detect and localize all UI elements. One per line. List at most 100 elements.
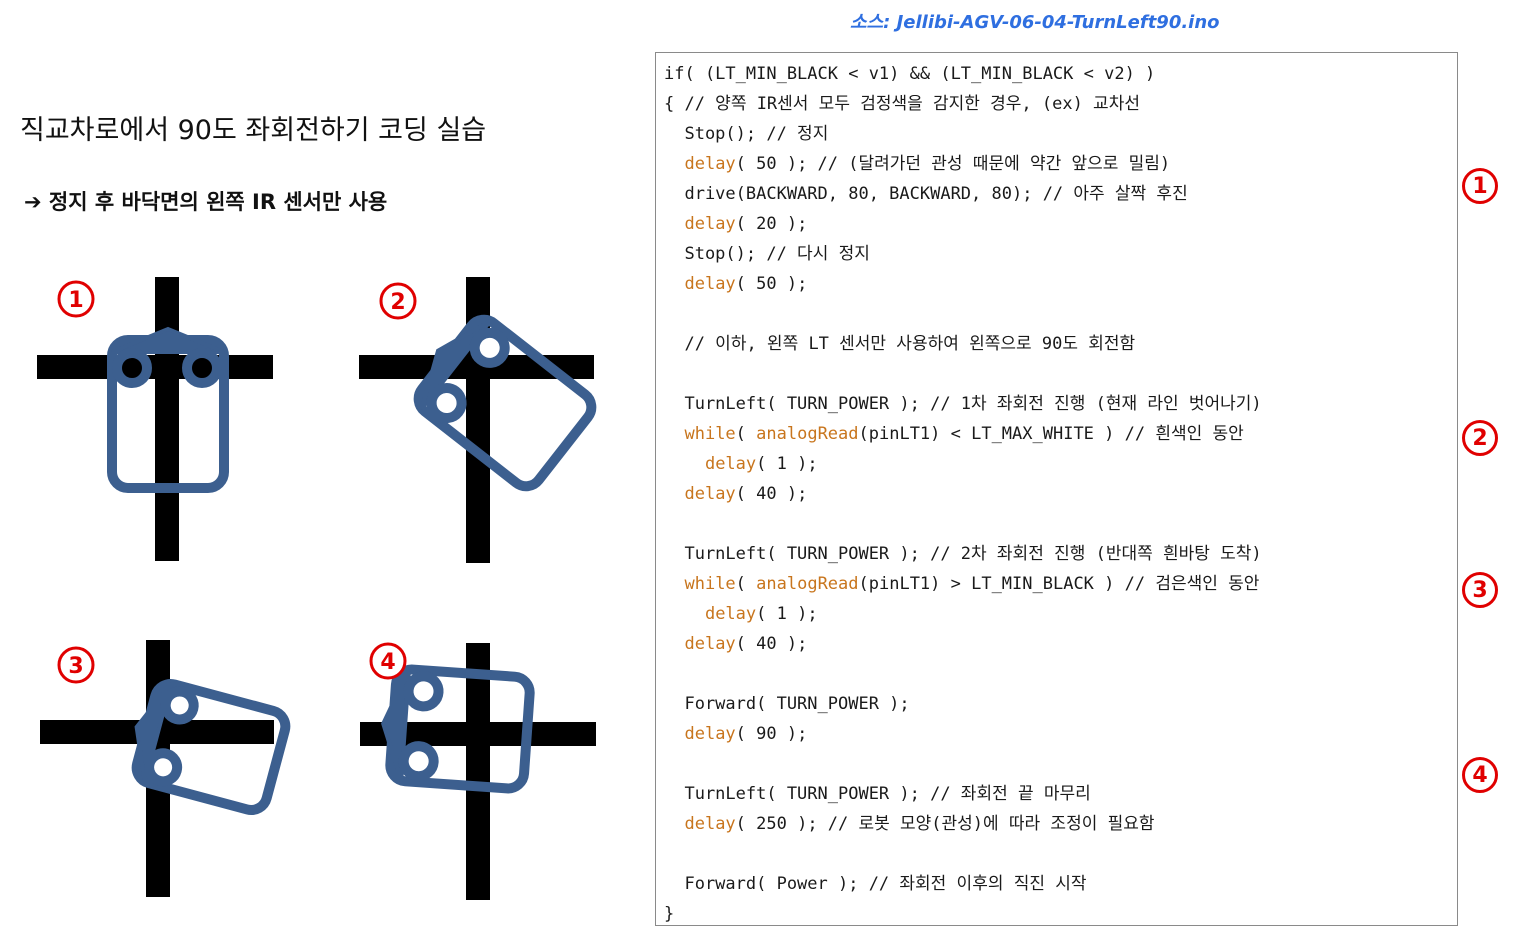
code-keyword: delay bbox=[684, 484, 736, 504]
code-line bbox=[664, 839, 1262, 869]
code-line: if( (LT_MIN_BLACK < v1) && (LT_MIN_BLACK… bbox=[664, 59, 1262, 89]
code-text: Stop(); // 정지 bbox=[664, 124, 829, 144]
track-vertical bbox=[155, 277, 179, 561]
code-line: Forward( TURN_POWER ); bbox=[664, 689, 1262, 719]
code-line: Stop(); // 다시 정지 bbox=[664, 239, 1262, 269]
code-line: delay( 1 ); bbox=[664, 599, 1262, 629]
code-text: TurnLeft( TURN_POWER ); // 1차 좌회전 진행 (현재… bbox=[664, 394, 1262, 414]
step-badge-2-label: 2 bbox=[390, 290, 405, 315]
code-text bbox=[664, 604, 705, 624]
code-text: drive(BACKWARD, 80, BACKWARD, 80); // 아주… bbox=[664, 184, 1188, 204]
code-text bbox=[664, 484, 684, 504]
page-title: 직교차로에서 90도 좌회전하기 코딩 실습 bbox=[20, 115, 487, 146]
code-text: (pinLT1) < LT_MAX_WHITE ) // 흰색인 동안 bbox=[858, 424, 1244, 444]
code-panel: if( (LT_MIN_BLACK < v1) && (LT_MIN_BLACK… bbox=[655, 52, 1458, 926]
code-text: { // 양쪽 IR센서 모두 검정색을 감지한 경우, (ex) 교차선 bbox=[664, 94, 1140, 114]
diagram-panel-3: 3 bbox=[40, 640, 291, 897]
step-badge-1 bbox=[57, 280, 95, 318]
code-text: ( 250 ); // 로봇 모양(관성)에 따라 조정이 필요함 bbox=[735, 814, 1155, 834]
robot-icon bbox=[381, 664, 535, 794]
code-line bbox=[664, 749, 1262, 779]
step-badge-1-label: 1 bbox=[68, 288, 83, 313]
code-text: if( (LT_MIN_BLACK < v1) && (LT_MIN_BLACK… bbox=[664, 64, 1156, 84]
code-step-badge-2: 2 bbox=[1462, 420, 1498, 456]
code-text: ( 50 ); bbox=[735, 274, 808, 294]
code-text: ( 50 ); // (달려가던 관성 때문에 약간 앞으로 밀림) bbox=[735, 154, 1171, 174]
code-text: ( 20 ); bbox=[735, 214, 808, 234]
code-line: delay( 50 ); // (달려가던 관성 때문에 약간 앞으로 밀림) bbox=[664, 149, 1262, 179]
code-keyword: delay bbox=[704, 604, 757, 624]
code-line bbox=[664, 299, 1262, 329]
subtitle: ➔ 정지 후 바닥면의 왼쪽 IR 센서만 사용 bbox=[24, 186, 387, 216]
code-line: delay( 250 ); // 로봇 모양(관성)에 따라 조정이 필요함 bbox=[664, 809, 1262, 839]
code-keyword: delay bbox=[684, 814, 736, 834]
code-line bbox=[664, 659, 1262, 689]
code-lines: if( (LT_MIN_BLACK < v1) && (LT_MIN_BLACK… bbox=[664, 59, 1262, 929]
code-text bbox=[664, 574, 684, 594]
code-text: Stop(); // 다시 정지 bbox=[664, 244, 870, 264]
code-line bbox=[664, 359, 1262, 389]
track-vertical bbox=[466, 643, 490, 900]
code-line: TurnLeft( TURN_POWER ); // 2차 좌회전 진행 (반대… bbox=[664, 539, 1262, 569]
code-text: ( bbox=[735, 424, 757, 444]
code-line: } bbox=[664, 899, 1262, 929]
code-keyword: delay bbox=[684, 214, 736, 234]
code-step-badge-3: 3 bbox=[1462, 572, 1498, 608]
code-line: drive(BACKWARD, 80, BACKWARD, 80); // 아주… bbox=[664, 179, 1262, 209]
code-text bbox=[664, 424, 684, 444]
code-step-badge-4: 4 bbox=[1462, 757, 1498, 793]
subtitle-text: 정지 후 바닥면의 왼쪽 IR 센서만 사용 bbox=[48, 190, 388, 214]
step-badge-3-label: 3 bbox=[68, 654, 83, 679]
code-text: TurnLeft( TURN_POWER ); // 좌회전 끝 마무리 bbox=[664, 784, 1091, 804]
code-line: delay( 40 ); bbox=[664, 479, 1262, 509]
code-line: Forward( Power ); // 좌회전 이후의 직진 시작 bbox=[664, 869, 1262, 899]
code-text bbox=[664, 214, 684, 234]
code-line: delay( 50 ); bbox=[664, 269, 1262, 299]
arrow-icon: ➔ bbox=[24, 190, 42, 214]
code-text: ( bbox=[735, 574, 757, 594]
step-badge-4 bbox=[369, 642, 407, 680]
code-keyword: delay bbox=[684, 274, 736, 294]
code-text: ( 1 ); bbox=[756, 604, 818, 624]
step-badge-2 bbox=[379, 282, 417, 320]
code-line bbox=[664, 509, 1262, 539]
code-text: } bbox=[664, 904, 675, 924]
code-line: delay( 20 ); bbox=[664, 209, 1262, 239]
step-badge-3 bbox=[57, 646, 95, 684]
code-text bbox=[664, 814, 684, 834]
code-keyword: delay bbox=[704, 454, 757, 474]
code-text: ( 1 ); bbox=[756, 454, 818, 474]
code-line: Stop(); // 정지 bbox=[664, 119, 1262, 149]
code-keyword: delay bbox=[684, 154, 736, 174]
source-title: 소스: Jellibi-AGV-06-04-TurnLeft90.ino bbox=[850, 12, 1220, 33]
robot-icon bbox=[413, 314, 597, 492]
code-text: // 이하, 왼쪽 LT 센서만 사용하여 왼쪽으로 90도 회전함 bbox=[664, 334, 1136, 354]
track-horizontal bbox=[37, 355, 273, 379]
code-line: // 이하, 왼쪽 LT 센서만 사용하여 왼쪽으로 90도 회전함 bbox=[664, 329, 1262, 359]
code-keyword: delay bbox=[684, 634, 736, 654]
code-text: ( 40 ); bbox=[735, 634, 808, 654]
code-text bbox=[664, 724, 684, 744]
code-text: (pinLT1) > LT_MIN_BLACK ) // 검은색인 동안 bbox=[858, 574, 1260, 594]
code-text: TurnLeft( TURN_POWER ); // 2차 좌회전 진행 (반대… bbox=[664, 544, 1262, 564]
code-line: { // 양쪽 IR센서 모두 검정색을 감지한 경우, (ex) 교차선 bbox=[664, 89, 1262, 119]
code-line: while( analogRead(pinLT1) < LT_MAX_WHITE… bbox=[664, 419, 1262, 449]
diagram-panel-2: 2 bbox=[359, 277, 597, 563]
turn-diagram: 1 2 3 bbox=[37, 277, 597, 900]
code-keyword: while bbox=[684, 574, 736, 594]
code-line: delay( 40 ); bbox=[664, 629, 1262, 659]
code-text bbox=[664, 454, 705, 474]
code-text: ( 40 ); bbox=[735, 484, 808, 504]
robot-icon bbox=[131, 678, 291, 816]
code-text: ( 90 ); bbox=[735, 724, 808, 744]
code-line: while( analogRead(pinLT1) > LT_MIN_BLACK… bbox=[664, 569, 1262, 599]
code-text bbox=[664, 274, 684, 294]
code-line: delay( 90 ); bbox=[664, 719, 1262, 749]
step-badge-4-label: 4 bbox=[380, 650, 395, 675]
code-keyword: analogRead bbox=[756, 574, 859, 594]
diagram-panel-4: 4 bbox=[360, 642, 596, 900]
code-line: TurnLeft( TURN_POWER ); // 좌회전 끝 마무리 bbox=[664, 779, 1262, 809]
code-keyword: delay bbox=[684, 724, 736, 744]
code-keyword: while bbox=[684, 424, 736, 444]
code-keyword: analogRead bbox=[756, 424, 859, 444]
